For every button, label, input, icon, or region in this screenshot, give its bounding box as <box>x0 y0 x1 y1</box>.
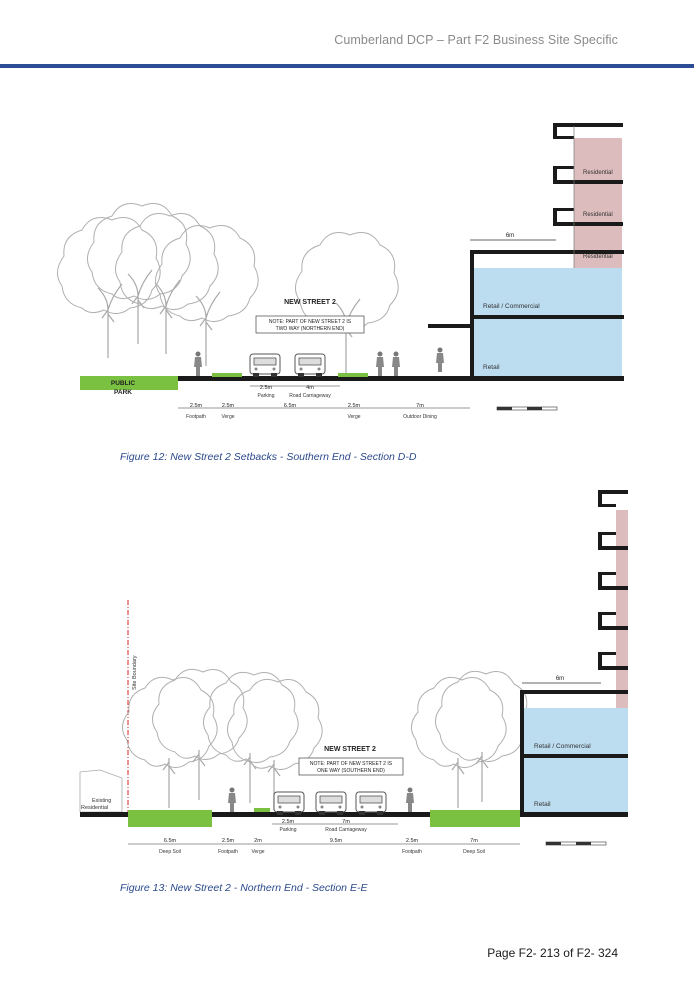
page-number: Page F2- 213 of F2- 324 <box>487 946 618 960</box>
dim-inner-road-label: Road Carriageway <box>289 393 331 399</box>
floor-label-retail: Retail <box>483 364 500 371</box>
dim-inner-parking-value: 2.5m <box>260 385 273 391</box>
floor-label-residential-low: Residential <box>583 254 613 260</box>
tree-cluster-left <box>56 202 259 367</box>
existing-residential-line2: Residential <box>81 805 108 811</box>
street-label: NEW STREET 2 <box>324 746 376 753</box>
dim-inner-road-value: 4m <box>306 385 314 391</box>
dim-bottom-3-value: 2m <box>254 838 262 844</box>
street-note-box <box>298 757 404 776</box>
car-road <box>294 353 326 378</box>
car-parked <box>273 791 305 816</box>
car-road-1 <box>315 791 347 816</box>
car-parked <box>249 353 281 378</box>
dim-bottom-3-value: 6.5m <box>284 403 297 409</box>
dim-inner-road-label: Road Carriageway <box>325 827 367 833</box>
dim-bottom-1-value: 2.5m <box>190 403 203 409</box>
deep-soil-left <box>128 810 212 827</box>
building-section <box>520 490 628 816</box>
tree-cluster-right <box>410 670 531 809</box>
dim-bottom-5-value: 7m <box>416 403 424 409</box>
dim-bottom-1-label: Deep Soil <box>159 849 181 855</box>
dim-bottom-2-label: Footpath <box>218 849 238 855</box>
dim-bottom-4-label: Verge <box>347 414 360 420</box>
dim-bottom-5-label: Footpath <box>402 849 422 855</box>
header-rule <box>0 64 694 68</box>
tree-cluster-left <box>121 668 323 811</box>
existing-residential-line1: Existing <box>92 798 111 804</box>
dim-bottom-2-value: 2.5m <box>222 403 235 409</box>
dim-inner-parking-value: 2.5m <box>282 819 295 825</box>
public-park-label-2: PARK <box>114 389 132 396</box>
figure-13-caption: Figure 13: New Street 2 - Northern End -… <box>120 882 368 894</box>
dim-bottom-4-value: 9.5m <box>330 838 343 844</box>
street-label: NEW STREET 2 <box>284 299 336 306</box>
building-section <box>428 123 624 380</box>
dim-bottom-6-value: 7m <box>470 838 478 844</box>
figure-13-section-e-e: Site Boundary Existing Residential NEW S… <box>79 490 628 855</box>
scale-bar <box>545 841 607 846</box>
street-note-box <box>255 315 365 334</box>
public-park-label-1: PUBLIC <box>111 380 136 387</box>
floor-label-retail-commercial: Retail / Commercial <box>483 303 540 310</box>
verge-green-left <box>212 373 242 377</box>
floor-label-retail-commercial: Retail / Commercial <box>534 743 591 750</box>
floor-label-residential-top: Residential <box>583 170 613 176</box>
dim-inner-parking-label: Parking <box>258 393 275 399</box>
floor-label-residential-mid: Residential <box>583 212 613 218</box>
dim-bottom-2-label: Verge <box>221 414 234 420</box>
public-park-ground <box>80 376 178 390</box>
dim-bottom-6-label: Deep Soil <box>463 849 485 855</box>
dim-inner-road-value: 7m <box>342 819 350 825</box>
figure-12-section-d-d: PUBLIC PARK NEW STREET 2 NOTE: PART OF N… <box>56 123 624 420</box>
dim-bottom-5-value: 2.5m <box>406 838 419 844</box>
dim-bottom-2-value: 2.5m <box>222 838 235 844</box>
deep-soil-right <box>430 810 520 827</box>
dim-bottom-3-label: Verge <box>251 849 264 855</box>
setback-label: 6m <box>506 233 514 239</box>
figure-12-caption: Figure 12: New Street 2 Setbacks - South… <box>120 451 417 463</box>
dim-bottom-5-label: Outdoor Dining <box>403 414 437 420</box>
dim-bottom-1-label: Footpath <box>186 414 206 420</box>
street-note-line2: TWO WAY (NORTHERN END) <box>276 326 345 332</box>
street-note-line1: NOTE: PART OF NEW STREET 2 IS <box>269 319 352 325</box>
page-header-title: Cumberland DCP – Part F2 Business Site S… <box>334 33 618 47</box>
dim-bottom-4-value: 2.5m <box>348 403 361 409</box>
street-ground <box>178 376 624 381</box>
street-note-line1: NOTE: PART OF NEW STREET 2 IS <box>310 761 393 767</box>
street-note-line2: ONE WAY (SOUTHERN END) <box>317 768 385 774</box>
street-ground <box>80 812 628 817</box>
scale-bar <box>496 406 558 411</box>
verge-green-right <box>338 373 368 377</box>
floor-label-retail: Retail <box>534 801 551 808</box>
car-road-2 <box>355 791 387 816</box>
setback-label: 6m <box>556 676 564 682</box>
dim-inner-parking-label: Parking <box>280 827 297 833</box>
site-boundary-label: Site Boundary <box>132 655 138 690</box>
dim-bottom-1-value: 6.5m <box>164 838 177 844</box>
